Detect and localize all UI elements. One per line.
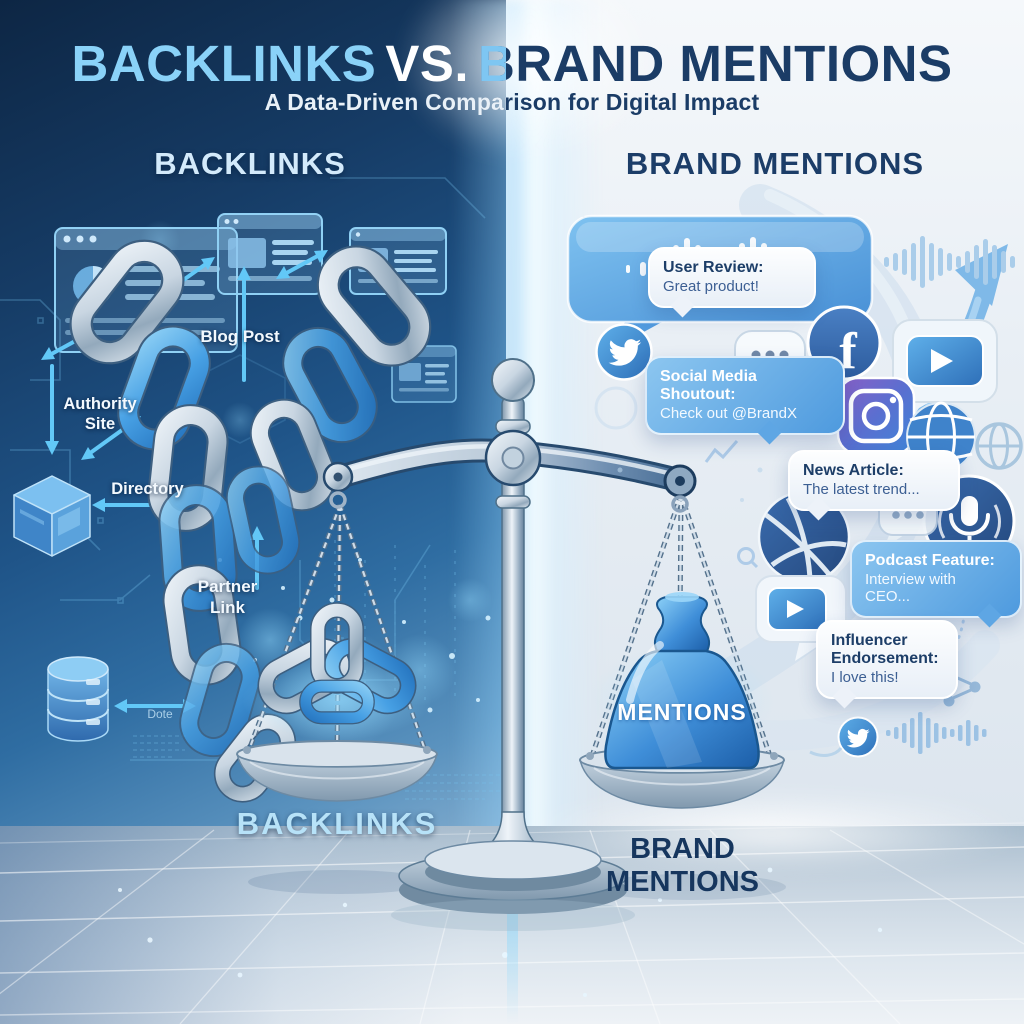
twitter-icon [595, 323, 653, 381]
horizon-glow [520, 792, 1024, 872]
bubble-title: Podcast Feature: [865, 552, 995, 569]
bubble-body: Check out @BrandX [660, 405, 797, 423]
right-pan-label: BRAND MENTIONS [605, 833, 760, 899]
instagram-icon [836, 376, 916, 456]
browser-window-icon [54, 213, 457, 403]
right-section-heading: BRAND MENTIONS [625, 146, 925, 181]
decorative-glyphs [594, 386, 991, 654]
label-authority-site: Authority Site [63, 395, 137, 434]
speech-bubble-podcast-feature: Podcast Feature: Interview with CEO... [850, 540, 1022, 628]
label-blog-post: Blog Post [200, 327, 280, 346]
subtitle-navy-copy: A Data-Driven Comparison for Digital Imp… [264, 89, 760, 115]
speech-bubble-social-shoutout: Social Media Shoutout: Check out @BrandX [645, 356, 845, 445]
speech-bubble-influencer: Influencer Endorsement: I love this! [816, 620, 958, 709]
bubble-title: Social Media Shoutout: [660, 368, 757, 404]
speech-bubble-user-review: User Review: Great product! [648, 247, 816, 318]
top-glow [400, 0, 660, 160]
database-icon [47, 656, 109, 742]
label-partner-link: Partner Link [197, 577, 258, 617]
subtitle-light-copy: A Data-Driven Comparison for Digital Imp… [264, 89, 506, 115]
bubble-title: Influencer Endorsement: [831, 632, 939, 668]
left-section-heading: BACKLINKS [154, 146, 346, 181]
left-pan-label: BACKLINKS [236, 806, 438, 841]
bubble-body: I love this! [831, 669, 899, 687]
left-scale-pan [236, 602, 438, 802]
soundwave-icon [886, 712, 987, 754]
bubble-title: News Article: [803, 462, 904, 479]
globe-outline-icon [975, 422, 1023, 470]
youtube-icon [892, 319, 998, 420]
bubble-body: Interview with CEO... [865, 571, 956, 606]
bubble-body: The latest trend... [803, 481, 920, 499]
bubble-title: User Review: [663, 259, 764, 276]
bubble-body: Great product! [663, 278, 759, 296]
right-scale-pan [579, 592, 785, 809]
ball-icon [757, 490, 851, 584]
soundwave-icon [884, 236, 1015, 288]
mentions-weight [604, 592, 760, 770]
cube-icon [13, 475, 91, 557]
twitter-icon [809, 716, 879, 758]
balance-scale-illustration [236, 358, 785, 931]
label-directory: Directory [111, 480, 184, 498]
weight-label: MENTIONS [617, 699, 747, 725]
label-dote: Dote [147, 707, 173, 721]
speech-bubble-news-article: News Article: The latest trend... [788, 450, 960, 521]
